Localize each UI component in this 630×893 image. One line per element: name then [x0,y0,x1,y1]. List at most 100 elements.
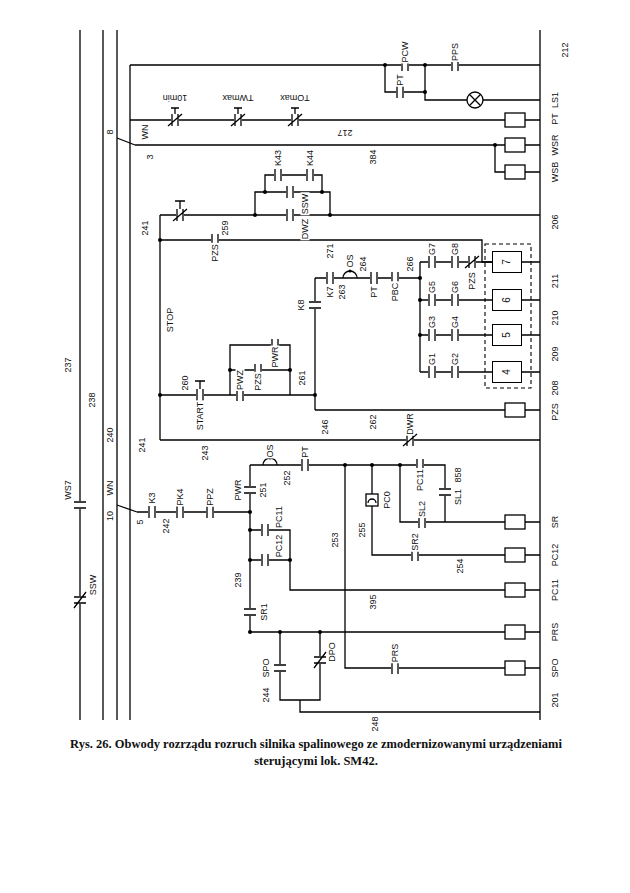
schematic-path [368,499,376,503]
schematic-use [244,486,256,494]
coil-number: 5 [502,332,512,338]
relay-coil: 7 [492,251,522,273]
wire-label: WSB [551,161,560,184]
schematic-path [160,345,315,395]
wire-label: TWmax [222,93,255,102]
schematic-circle [158,393,162,397]
wire-label: 239 [234,571,243,588]
schematic-path [345,465,540,668]
wire-label: 211 [551,273,560,289]
wire-label: PC11 [551,578,560,602]
schematic-circle [263,190,267,194]
wire-label: 237 [64,356,73,373]
wire-label: SR1 [260,602,269,622]
wire-label: 271 [326,242,335,259]
dashed-group-frame [485,244,531,388]
schematic-rect [366,494,378,506]
schematic-use [206,506,214,518]
wire-label: SL1 [454,488,463,506]
schematic-use [148,506,156,518]
schematic-use [286,186,294,198]
schematic-use [286,209,294,221]
schematic-circle [418,276,422,280]
schematic-path [250,465,540,522]
wire-label: OS [266,443,275,458]
wire-label: 251 [259,481,268,498]
wire-label: 210 [551,309,560,326]
wire-label: SSW [89,574,98,597]
wire-label: PWR [234,479,243,502]
wire-label: 241 [141,219,150,236]
schematic-circle [423,90,427,94]
schematic-path [420,262,540,372]
wire-label: 384 [369,148,378,165]
schematic-use [451,294,459,306]
schematic-use [451,366,459,378]
wire-label: 248 [371,715,380,732]
wire-label: 10 [106,510,115,522]
wire-label: G3 [428,315,437,329]
wire-label: 264 [359,255,368,272]
relay-coils [366,92,525,675]
wire-label: 238 [88,391,97,408]
schematic-path [130,119,540,120]
wire-label: 243 [201,444,210,461]
schematic-use [314,652,326,668]
wire-label: DWZ [301,218,310,241]
schematic-circle [278,630,282,634]
wire-label: PC12 [275,534,284,559]
wire-label: 209 [551,345,560,362]
schematic-circle [467,92,483,108]
wire-label: OS [346,253,355,268]
schematic-use [168,108,182,126]
wire-label: 212 [561,41,570,58]
schematic-rect [505,548,525,562]
schematic-rect [505,403,525,417]
schematic-circle [320,190,324,194]
wire-label: PPZ [206,487,215,507]
wire-label: 262 [369,413,378,430]
schematic-path [250,631,540,632]
schematic-circle [423,63,427,67]
wire-label: 266 [406,255,415,272]
wire-label: WSR [551,134,560,157]
schematic-circle [343,463,347,467]
wire-label: G1 [428,352,437,366]
schematic-circle [228,368,232,372]
wire-label: PCW [401,41,410,64]
schematic-use [451,256,459,268]
schematic-use [176,506,184,518]
wire-label: G2 [451,352,460,366]
schematic-use [439,488,451,496]
schematic-circle [248,528,252,532]
wire-label: PT [370,285,379,299]
schematic-use [403,434,417,446]
relay-coil: 4 [492,361,522,383]
schematic-rect [505,515,525,529]
wire-label: 217 [336,128,353,137]
wire-label: 5 [136,518,145,525]
schematic-path [160,240,492,262]
schematic-use [309,301,321,309]
wire-label: DPO [328,641,337,663]
wire-label: SSW [301,193,310,216]
schematic-circle [288,558,292,562]
schematic-circle [248,630,252,634]
wire-label: PC0 [383,490,392,510]
wire-label: PRS [551,622,560,643]
schematic-circle [248,510,252,514]
wire-label: PWZ [236,369,245,391]
relay-coil: 6 [492,289,522,311]
schematic-use [74,501,86,509]
schematic-path [160,439,540,440]
wire-label: G7 [428,242,437,256]
wire-label: PPS [451,42,460,62]
wire-label: 208 [551,379,560,396]
wire-label: DWR [406,412,415,436]
schematic-use [428,294,436,306]
schematic-use [274,169,282,181]
schematic-rect [505,113,525,127]
schematic-rect [505,138,525,152]
wire-label: 263 [338,283,347,300]
wire-label: 261 [298,369,307,386]
